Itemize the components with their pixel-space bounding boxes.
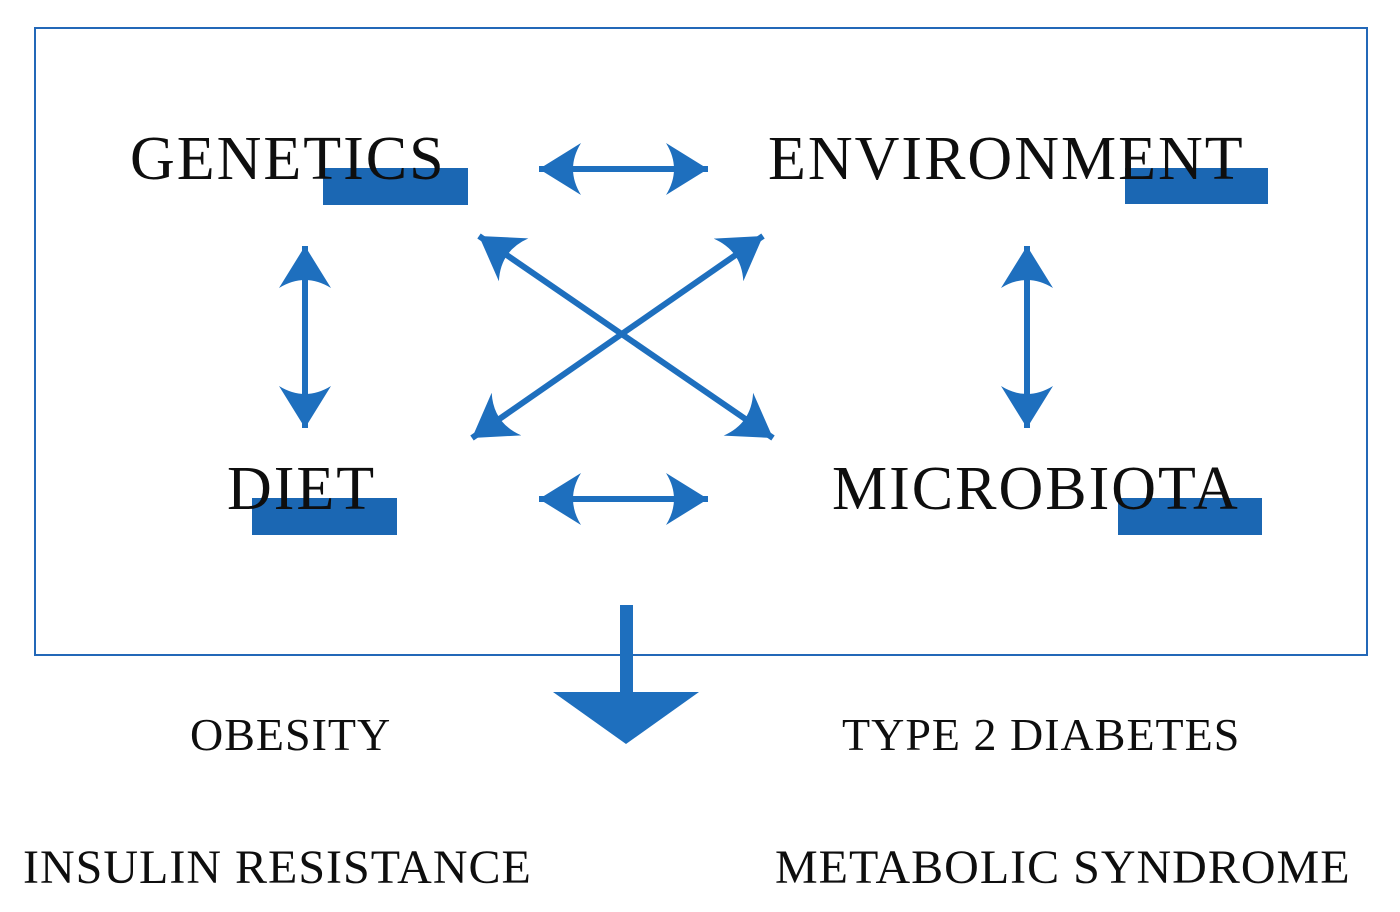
microbiota-highlight-bar	[1118, 498, 1262, 535]
microbiota-label: MICROBIOTA	[832, 455, 1240, 523]
interaction-box-frame	[34, 27, 1368, 656]
genetics-label: GENETICS	[130, 125, 446, 193]
diet-label: DIET	[227, 455, 377, 523]
insulin-resistance-label: INSULIN RESISTANCE	[23, 841, 532, 894]
type-2-diabetes-label: TYPE 2 DIABETES	[842, 709, 1241, 760]
metabolic-syndrome-label: METABOLIC SYNDROME	[775, 841, 1351, 894]
obesity-label: OBESITY	[190, 709, 392, 760]
genetics-highlight-bar	[323, 168, 468, 205]
diet-highlight-bar	[252, 498, 397, 535]
environment-highlight-bar	[1125, 168, 1268, 204]
environment-label: ENVIRONMENT	[768, 125, 1245, 193]
